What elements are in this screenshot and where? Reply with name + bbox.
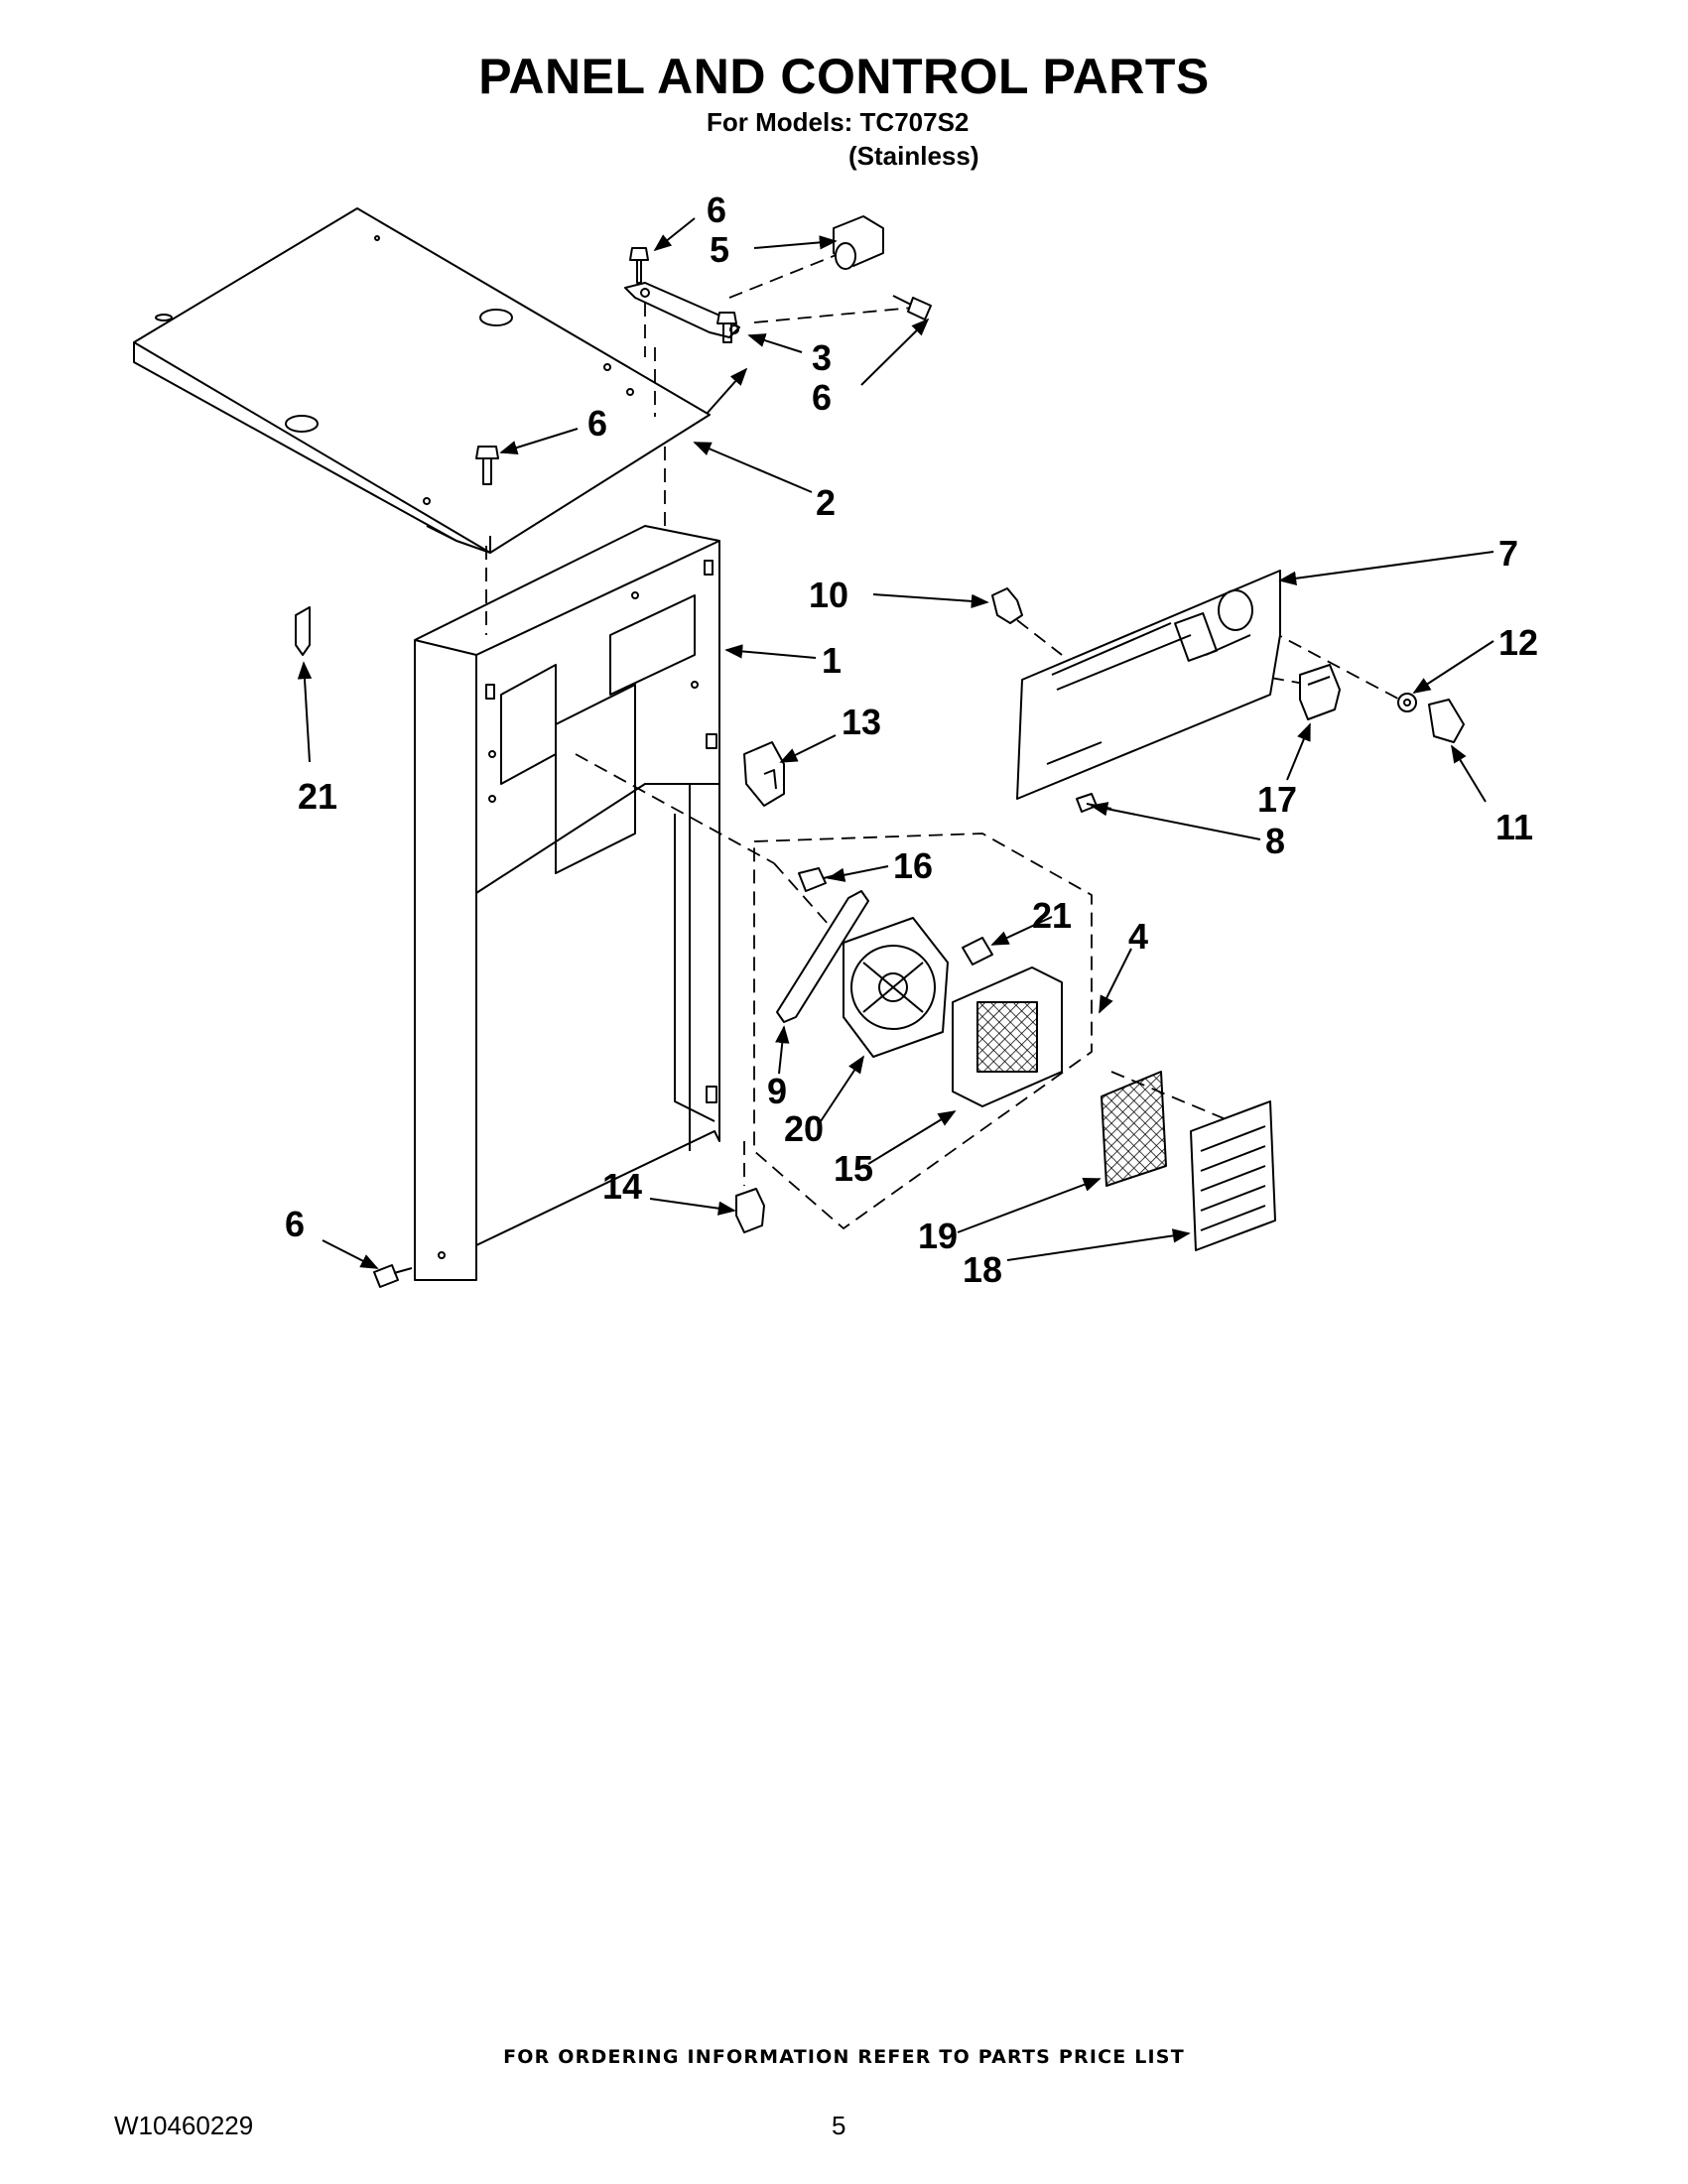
knob-part-11	[1428, 699, 1465, 743]
callout-5: 5	[710, 229, 729, 270]
callout-21-fan: 21	[1032, 895, 1072, 936]
rocker-switch-13	[743, 741, 785, 807]
models-line: For Models: TC707S2	[707, 107, 970, 137]
clip-part-left	[295, 606, 311, 656]
callout-6-bottom: 6	[285, 1204, 305, 1244]
callout-12: 12	[1498, 622, 1538, 663]
clip-part-21	[962, 937, 993, 965]
model-variant: (Stainless)	[848, 141, 979, 171]
callout-7: 7	[1498, 533, 1518, 574]
callout-3: 3	[812, 337, 832, 378]
callout-1: 1	[822, 640, 842, 681]
callout-18: 18	[963, 1249, 1002, 1290]
screw-part-16	[798, 867, 844, 892]
callout-10: 10	[809, 575, 848, 615]
cabinet-frame	[414, 525, 720, 1281]
callout-9: 9	[767, 1071, 787, 1111]
callout-6-panel: 6	[587, 403, 607, 444]
switch-part-10	[991, 587, 1023, 624]
callout-6-bracket: 6	[812, 377, 832, 418]
page-number: 5	[832, 2111, 846, 2140]
bracket-part	[624, 282, 740, 338]
callout-19: 19	[918, 1216, 958, 1256]
fan-part-20	[843, 917, 949, 1058]
callout-2: 2	[816, 482, 836, 523]
screw-bracket-bottom	[716, 312, 737, 343]
callout-6-top: 6	[707, 190, 726, 230]
screw-frame-bottom	[373, 1264, 413, 1288]
callout-20: 20	[784, 1108, 824, 1149]
bracket-part-9	[776, 890, 869, 1023]
top-panel	[133, 207, 711, 554]
grille-part-18	[1190, 1100, 1276, 1251]
filter-part-19	[1101, 1071, 1167, 1187]
callout-17: 17	[1257, 779, 1297, 820]
screw-panel-top	[475, 446, 499, 485]
ordering-note: FOR ORDERING INFORMATION REFER TO PARTS …	[503, 2046, 1185, 2068]
callout-14: 14	[602, 1166, 642, 1207]
screw-bracket-right	[892, 295, 932, 321]
document-number: W10460229	[114, 2111, 254, 2140]
callout-11: 11	[1495, 807, 1533, 847]
switch-part-17	[1299, 664, 1341, 720]
callout-15: 15	[834, 1148, 873, 1189]
callout-13: 13	[842, 702, 881, 742]
callout-4: 4	[1128, 916, 1148, 957]
page-title: PANEL AND CONTROL PARTS	[478, 49, 1210, 104]
callout-21-left: 21	[298, 776, 337, 817]
fan-housing-15	[952, 966, 1063, 1107]
callout-labels: 6 5 3 6 6 2 7 10 1 12 13 17 11 21 8 16 2…	[285, 190, 1538, 1290]
switch-part-14	[735, 1188, 765, 1233]
screw-top-left	[629, 247, 649, 284]
nut-part-12	[1397, 693, 1417, 712]
clamp-part	[833, 215, 884, 270]
callout-16: 16	[893, 845, 933, 886]
control-panel	[1016, 570, 1281, 800]
callout-8: 8	[1265, 821, 1285, 861]
